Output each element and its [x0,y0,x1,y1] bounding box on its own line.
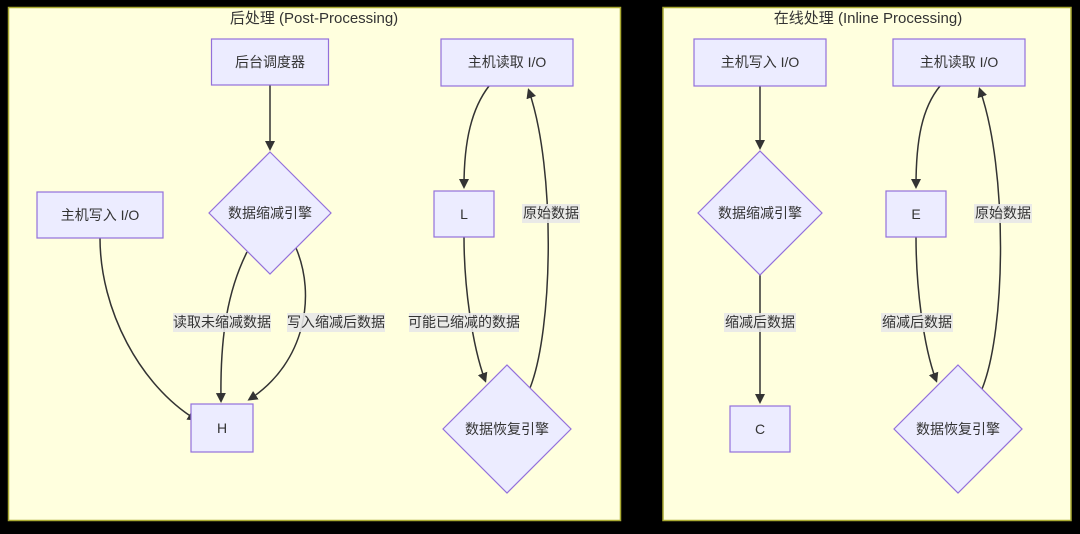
svg-text:读取未缩减数据: 读取未缩减数据 [173,314,271,330]
svg-text:数据恢复引擎: 数据恢复引擎 [465,421,549,437]
node-diamond [442,364,572,494]
node-rect [892,38,1026,87]
svg-text:原始数据: 原始数据 [975,205,1031,221]
edge-label-raw-data: 原始数据 [522,204,580,223]
svg-text:主机写入 I/O: 主机写入 I/O [721,54,800,70]
subgraph-title: 在线处理 (Inline Processing) [774,10,962,27]
svg-text:写入缩减后数据: 写入缩减后数据 [287,314,385,330]
svg-text:H: H [217,420,227,436]
node-rect [440,38,574,87]
edge-hostread-to-l [459,85,490,189]
edge-hostwrite-to-h [99,237,198,421]
svg-text:原始数据: 原始数据 [523,205,579,221]
svg-text:L: L [460,206,468,222]
edge-label-bg [522,204,580,223]
edge-label-reduced-write: 缩减后数据 [724,313,796,332]
svg-text:数据缩减引擎: 数据缩减引擎 [228,205,312,221]
svg-text:主机读取 I/O: 主机读取 I/O [920,54,999,70]
subgraph-title: 后处理 (Post-Processing) [230,10,398,27]
node-host-write-io: 主机写入 I/O [693,38,827,87]
svg-text:C: C [755,421,765,437]
svg-text:数据缩减引擎: 数据缩减引擎 [718,205,802,221]
subgraph-inline-processing: 在线处理 (Inline Processing) 缩减后数据 缩减后数据 原始数… [662,6,1072,522]
svg-text:后台调度器: 后台调度器 [235,54,305,70]
node-recovery-engine: 数据恢复引擎 [893,364,1023,494]
edge-label-bg [173,313,271,332]
edge-label-write-reduced: 写入缩减后数据 [287,313,385,332]
node-host-read-io: 主机读取 I/O [892,38,1026,87]
edge-label-bg [409,313,519,332]
node-rect [190,403,254,453]
node-host-write-io: 主机写入 I/O [36,191,164,239]
edge-hostread-to-e [911,85,941,189]
svg-text:主机读取 I/O: 主机读取 I/O [468,54,547,70]
node-rect [210,38,330,86]
svg-text:主机写入 I/O: 主机写入 I/O [61,207,140,223]
svg-text:E: E [911,206,920,222]
node-reduction-engine: 数据缩减引擎 [208,151,332,275]
node-diamond [893,364,1023,494]
node-diamond [208,151,332,275]
node-c: C [729,405,791,453]
node-h: H [190,403,254,453]
edge-label-read-unreduced: 读取未缩减数据 [173,313,271,332]
edge-label-bg [881,313,953,332]
node-l: L [433,190,495,238]
edge-label-bg [287,313,385,332]
edge-label-bg [974,204,1032,223]
edge-recovery-to-hostread [526,88,549,389]
svg-text:数据恢复引擎: 数据恢复引擎 [916,421,1000,437]
node-rect [433,190,495,238]
subgraph-post-processing: 后处理 (Post-Processing) 读取未缩减数据 写入缩减后数据 可能… [7,6,622,522]
node-rect [36,191,164,239]
node-diamond [697,150,823,276]
edge-recovery-to-hostread [977,87,1002,390]
svg-text:缩减后数据: 缩减后数据 [725,314,795,330]
node-rect [729,405,791,453]
node-rect [885,190,947,238]
node-scheduler: 后台调度器 [210,38,330,86]
svg-text:缩减后数据: 缩减后数据 [882,314,952,330]
node-rect [693,38,827,87]
node-recovery-engine: 数据恢复引擎 [442,364,572,494]
node-e: E [885,190,947,238]
node-host-read-io: 主机读取 I/O [440,38,574,87]
edge-label-maybe-reduced: 可能已缩减的数据 [408,313,520,332]
node-reduction-engine: 数据缩减引擎 [697,150,823,276]
edge-label-reduced-read: 缩减后数据 [881,313,953,332]
edge-label-bg [724,313,796,332]
edge-label-raw-data: 原始数据 [974,204,1032,223]
svg-text:可能已缩减的数据: 可能已缩减的数据 [408,314,520,330]
